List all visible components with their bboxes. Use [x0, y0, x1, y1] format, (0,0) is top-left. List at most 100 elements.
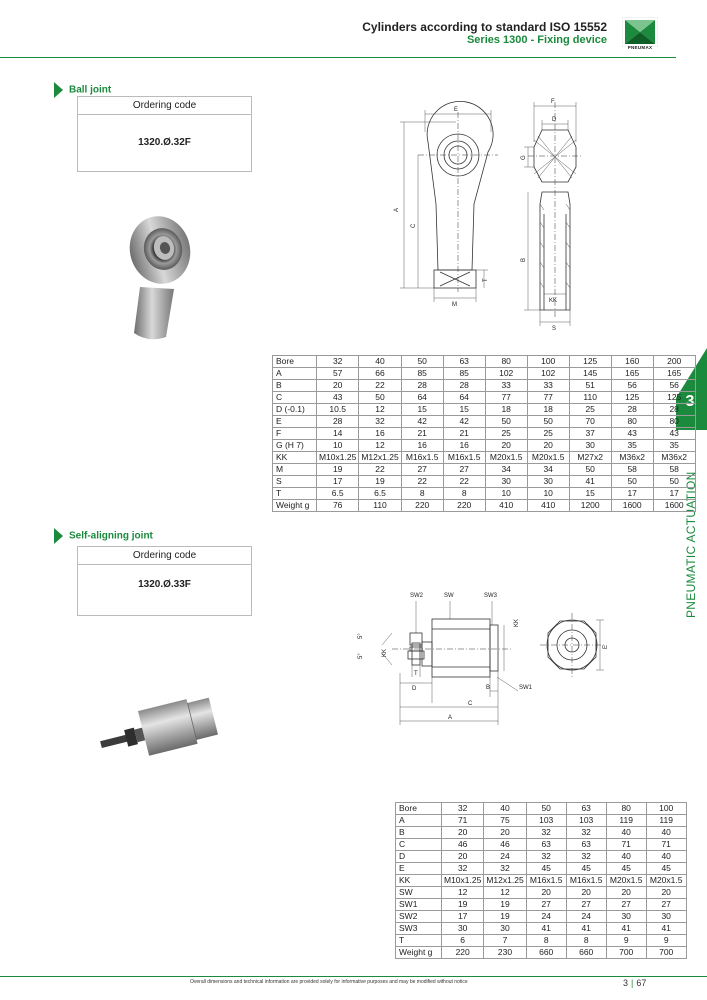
- table-cell: 10: [526, 487, 570, 500]
- table-cell: 41: [525, 922, 567, 935]
- table-row-label: D: [395, 850, 442, 863]
- table-cell: 64: [400, 391, 444, 404]
- table-cell: M16x1.5: [565, 874, 607, 887]
- dim-label-t: T: [483, 278, 489, 282]
- table-cell: 17: [315, 475, 360, 488]
- table-cell: 21: [400, 427, 444, 440]
- table-cell: 6: [440, 934, 485, 947]
- table-cell: 43: [315, 391, 360, 404]
- table-row-label: Bore: [272, 355, 317, 368]
- table-cell: 27: [525, 898, 567, 911]
- table-cell: 40: [358, 355, 402, 368]
- table-row-label: Weight g: [395, 946, 442, 959]
- footer-page: 67: [636, 978, 647, 988]
- table-cell: 40: [645, 850, 687, 863]
- pneumax-logo-icon: [622, 17, 658, 47]
- self-aligning-ordering-box: Ordering code 1320.Ø.33F: [77, 546, 252, 616]
- table-cell: 63: [565, 802, 607, 815]
- table-cell: 20: [605, 886, 647, 899]
- table-cell: 27: [442, 463, 486, 476]
- table-cell: 40: [605, 826, 647, 839]
- dim-label-c: C: [468, 701, 473, 707]
- table-cell: 20: [315, 379, 360, 392]
- dim-label-angle-top: 5°: [358, 633, 364, 639]
- table-cell: 25: [568, 403, 612, 416]
- table-cell: 71: [440, 814, 485, 827]
- table-row-label: KK: [395, 874, 442, 887]
- logo-wordmark: PNEUMAX: [627, 45, 653, 50]
- table-cell: 102: [526, 367, 570, 380]
- table-row-label: B: [395, 826, 442, 839]
- table-cell: 18: [484, 403, 528, 416]
- table-cell: 28: [315, 415, 360, 428]
- table-row-label: E: [272, 415, 317, 428]
- dim-label-c: C: [411, 223, 417, 228]
- ordering-code-label: Ordering code: [78, 547, 251, 565]
- dim-label-b: B: [521, 258, 527, 262]
- table-cell: 40: [605, 850, 647, 863]
- table-cell: 80: [484, 355, 528, 368]
- self-aligning-photo: [100, 697, 218, 756]
- section-arrow-icon: [54, 528, 63, 544]
- dim-label-kk-right: KK: [514, 619, 520, 627]
- table-cell: 16: [358, 427, 402, 440]
- table-row-label: D (-0.1): [272, 403, 317, 416]
- table-cell: 40: [483, 802, 527, 815]
- table-cell: M36x2: [652, 451, 696, 464]
- table-row-label: C: [272, 391, 317, 404]
- table-cell: 45: [645, 862, 687, 875]
- table-cell: 57: [315, 367, 360, 380]
- dim-label-t: T: [414, 671, 418, 677]
- dim-label-sw1: SW1: [519, 685, 533, 691]
- table-cell: 14: [315, 427, 360, 440]
- table-cell: 660: [565, 946, 607, 959]
- table-cell: 33: [526, 379, 570, 392]
- dim-label-sw2: SW2: [410, 593, 424, 599]
- footer-chapter: 3: [623, 978, 629, 988]
- table-cell: 30: [440, 922, 485, 935]
- table-cell: 100: [645, 802, 687, 815]
- table-cell: M27x2: [568, 451, 612, 464]
- table-cell: 45: [525, 862, 567, 875]
- table-cell: 30: [484, 475, 528, 488]
- table-cell: 34: [484, 463, 528, 476]
- table-cell: 9: [645, 934, 687, 947]
- table-cell: 20: [526, 439, 570, 452]
- table-row-label: KK: [272, 451, 317, 464]
- table-cell: 80: [605, 802, 647, 815]
- table-cell: 27: [565, 898, 607, 911]
- table-cell: 63: [565, 838, 607, 851]
- table-cell: 50: [526, 415, 570, 428]
- ball-joint-photo: [129, 216, 191, 340]
- table-cell: 45: [605, 862, 647, 875]
- ball-joint-drawing: E F D G A C B T M KK S: [394, 99, 583, 332]
- table-cell: 8: [400, 487, 444, 500]
- dim-label-g: G: [521, 155, 527, 160]
- table-cell: 19: [440, 898, 485, 911]
- table-cell: 66: [358, 367, 402, 380]
- table-cell: 15: [400, 403, 444, 416]
- ball-joint-heading: Ball joint: [54, 82, 111, 98]
- table-cell: 160: [610, 355, 654, 368]
- table-cell: 85: [442, 367, 486, 380]
- table-cell: M16x1.5: [400, 451, 444, 464]
- table-cell: 50: [610, 475, 654, 488]
- table-cell: 220: [442, 499, 486, 512]
- table-cell: 50: [568, 463, 612, 476]
- dim-label-kk-left: KK: [382, 649, 388, 657]
- table-cell: 125: [610, 391, 654, 404]
- table-cell: 27: [645, 898, 687, 911]
- table-row-label: Weight g: [272, 499, 317, 512]
- table-cell: 77: [526, 391, 570, 404]
- header-divider: [0, 57, 676, 58]
- table-row-label: SW2: [395, 910, 442, 923]
- table-cell: 70: [568, 415, 612, 428]
- footer-disclaimer: Overall dimensions and technical informa…: [190, 979, 468, 985]
- table-row-label: B: [272, 379, 317, 392]
- table-row-label: G (H 7): [272, 439, 317, 452]
